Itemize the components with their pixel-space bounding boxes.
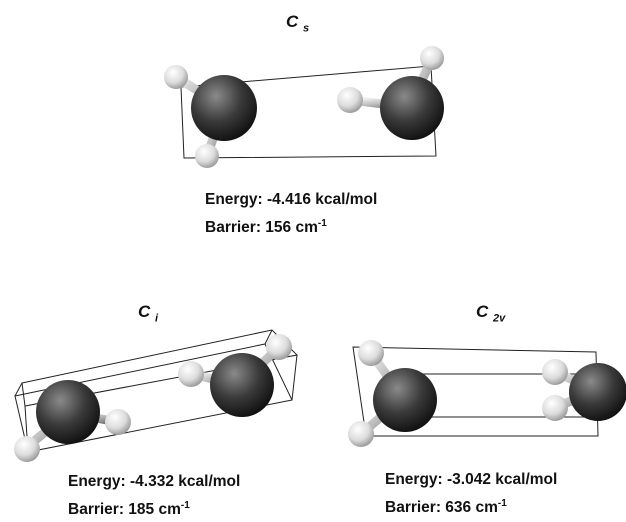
hydrogen-atom [348, 421, 374, 447]
c2v-energy: Energy: -3.042 kcal/mol [385, 471, 558, 488]
hydrogen-atom [542, 395, 568, 421]
c2v-info: Energy: -3.042 kcal/mol Barrier: 636 cm-… [385, 468, 557, 520]
cs-barrier: Barrier: 156 cm-1 [205, 212, 377, 240]
oxygen-atom [380, 76, 444, 140]
hydrogen-atom [105, 409, 131, 435]
c2v-unit-box-front [352, 346, 599, 437]
c2v-symbol-main: C [476, 302, 489, 321]
hydrogen-atom [178, 361, 204, 387]
ci-barrier: Barrier: 185 cm-1 [68, 494, 240, 522]
hydrogen-atom [266, 334, 292, 360]
ci-unit-box-edge [264, 329, 273, 345]
hydrogen-atom [542, 359, 568, 385]
oxygen-atom [210, 353, 274, 417]
c2v-symmetry-label: C 2v [476, 302, 505, 324]
ci-symmetry-label: C i [138, 302, 158, 324]
oxygen-atom [191, 75, 257, 141]
hydrogen-atom [14, 436, 40, 462]
cs-symmetry-label: C s [286, 12, 309, 34]
ci-info: Energy: -4.332 kcal/mol Barrier: 185 cm-… [68, 470, 240, 522]
cs-symbol-sub: s [303, 22, 310, 35]
hydrogen-atom [420, 46, 444, 70]
oxygen-atom [569, 363, 626, 421]
hydrogen-atom [358, 340, 384, 366]
oxygen-atom [36, 380, 100, 444]
c2v-barrier-unit-exp: -1 [497, 498, 507, 509]
hydrogen-atom [195, 144, 219, 168]
hydrogen-atom [164, 65, 188, 89]
ci-symbol-sub: i [155, 312, 159, 325]
c2v-barrier: Barrier: 636 cm-1 [385, 492, 557, 520]
cs-structure [164, 46, 444, 168]
cs-barrier-value: Barrier: 156 cm [205, 219, 318, 237]
hydrogen-atom [337, 87, 363, 113]
oxygen-atom [373, 368, 437, 432]
ci-barrier-value: Barrier: 185 cm [68, 501, 181, 519]
ci-barrier-unit-exp: -1 [180, 500, 190, 511]
cs-energy: Energy: -4.416 kcal/mol [205, 191, 378, 208]
c2v-barrier-value: Barrier: 636 cm [385, 499, 498, 517]
ci-symbol-main: C [138, 302, 151, 321]
ci-structure [14, 329, 299, 462]
c2v-symbol-sub: 2v [493, 312, 506, 325]
cs-unit-box [180, 65, 437, 159]
cs-barrier-unit-exp: -1 [317, 218, 327, 229]
ci-unit-box-edge [14, 382, 23, 397]
ci-unit-box-edge [291, 354, 298, 401]
cs-symbol-main: C [286, 12, 299, 31]
ci-energy: Energy: -4.332 kcal/mol [68, 473, 241, 490]
c2v-structure [348, 340, 626, 447]
cs-info: Energy: -4.416 kcal/mol Barrier: 156 cm-… [205, 188, 377, 240]
